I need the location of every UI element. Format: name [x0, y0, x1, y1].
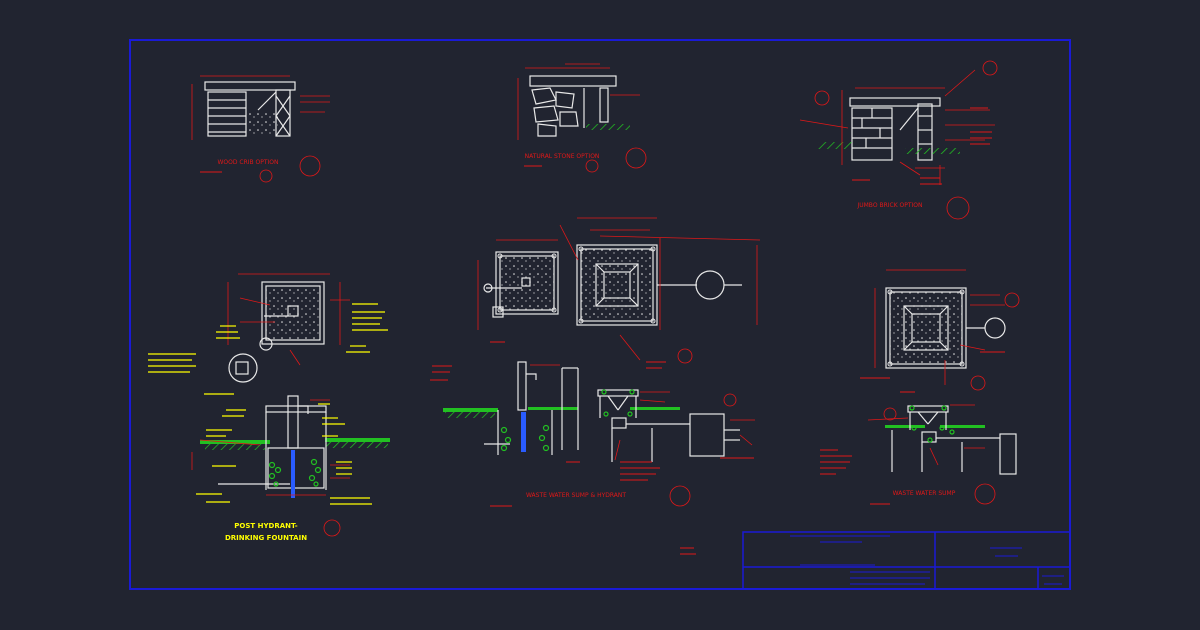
post-hydrant-ground-hatch-left — [205, 444, 265, 450]
post-hydrant-gravel — [268, 458, 322, 487]
natural-stone-ground — [586, 124, 630, 130]
sump-hydrant-plan-bolts — [497, 246, 656, 324]
sump-hydrant-gravel — [500, 389, 635, 452]
natural-stone-title: NATURAL STONE OPTION — [525, 153, 600, 160]
post-hydrant-section-dims — [191, 399, 350, 537]
post-hydrant-plan-dims — [227, 273, 350, 366]
wood-crib-dims — [191, 75, 330, 183]
title-block-marks — [790, 535, 1064, 585]
sump-hydrant-ground-hatch — [445, 412, 495, 418]
wood-crib-section — [204, 81, 296, 137]
sump-hydrant-standpipe — [521, 412, 526, 452]
post-hydrant-plan — [228, 281, 325, 383]
sump-hydrant-plan — [483, 244, 742, 326]
title-block — [742, 531, 1071, 590]
natural-stone-dims — [517, 63, 647, 173]
sump-title: WASTE WATER SUMP — [893, 490, 956, 497]
post-hydrant-ground-hatch-right — [326, 442, 388, 448]
sheet-border — [129, 39, 1071, 590]
red-note-marks — [200, 107, 1005, 555]
natural-stone-section — [529, 75, 617, 137]
sump-hydrant-section-dims — [530, 364, 755, 507]
post-hydrant-ground — [200, 438, 390, 444]
jumbo-brick-dims — [799, 60, 998, 220]
post-hydrant-title-line2: DRINKING FOUNTAIN — [225, 534, 307, 542]
sump-plan — [885, 287, 1006, 369]
jumbo-brick-title: JUMBO BRICK OPTION — [856, 202, 922, 209]
sump-hydrant-plan-dims — [477, 217, 761, 364]
post-hydrant-title-line1: POST HYDRANT- — [234, 522, 297, 530]
sump-hydrant-title: WASTE WATER SUMP & HYDRANT — [526, 492, 626, 499]
sump-hydrant-section — [484, 361, 740, 462]
sump-gravel — [909, 405, 955, 443]
wood-crib-title: WOOD CRIB OPTION — [217, 159, 278, 166]
sump-plan-bolts — [887, 289, 965, 367]
sump-section-dims — [867, 404, 996, 505]
jumbo-brick-section — [849, 97, 941, 161]
sump-section — [891, 405, 1017, 475]
sump-plan-dims — [874, 269, 1020, 391]
sump-ground — [885, 425, 985, 428]
jumbo-brick-ground-left — [818, 142, 852, 149]
yellow-callout-marks — [148, 303, 388, 505]
jumbo-brick-ground-right — [905, 148, 960, 154]
